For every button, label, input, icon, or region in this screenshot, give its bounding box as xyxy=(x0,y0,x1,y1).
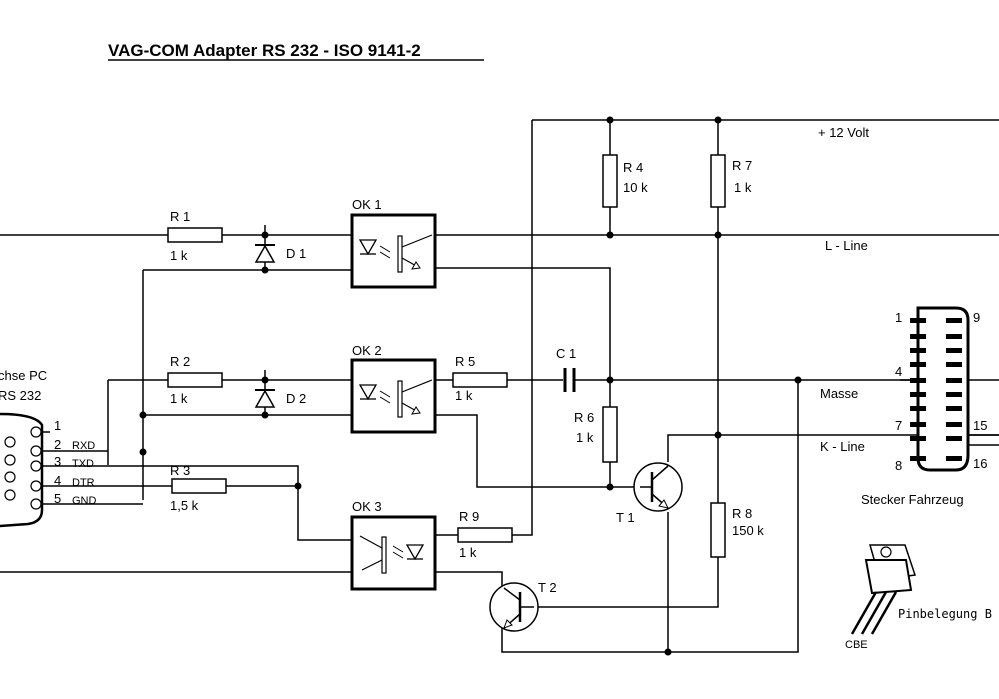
diagram-title: VAG-COM Adapter RS 232 - ISO 9141-2 xyxy=(108,41,421,60)
svg-text:1 k: 1 k xyxy=(734,180,752,195)
optocoupler-ok2: OK 2 xyxy=(350,343,437,434)
resistor-r9: R 9 1 k xyxy=(457,509,513,560)
svg-text:T 1: T 1 xyxy=(616,510,635,525)
masse-label: Masse xyxy=(820,386,858,401)
optocoupler-ok3: OK 3 xyxy=(350,499,437,591)
transistor-pinout: CBE Pinbelegung B xyxy=(845,544,992,651)
svg-text:RS 232: RS 232 xyxy=(0,388,41,403)
svg-text:1 k: 1 k xyxy=(170,391,188,406)
resistor-r4: R 4 10 k xyxy=(602,154,648,208)
svg-text:1 k: 1 k xyxy=(459,545,477,560)
l-line-label: L - Line xyxy=(825,238,868,253)
diode-d1: D 1 xyxy=(254,235,306,263)
k-line-wire xyxy=(667,434,999,462)
txd-wire xyxy=(50,465,352,541)
resistor-r1: R 1 1 k xyxy=(167,209,223,263)
k-line-label: K - Line xyxy=(820,439,865,454)
resistor-r7: R 7 1 k xyxy=(710,154,752,208)
svg-text:1: 1 xyxy=(895,310,902,325)
pc-pin-4-signal: DTR xyxy=(72,477,95,489)
svg-text:D 1: D 1 xyxy=(286,246,306,261)
gnd-bus-bottom xyxy=(501,380,799,653)
pc-pin-4-num: 4 xyxy=(54,473,61,488)
pc-pin-3-signal: TXD xyxy=(72,458,94,470)
supply-label: + 12 Volt xyxy=(818,125,869,140)
svg-text:D 2: D 2 xyxy=(286,391,306,406)
wires xyxy=(0,119,999,653)
svg-text:OK 3: OK 3 xyxy=(352,499,382,514)
svg-text:4: 4 xyxy=(895,364,902,379)
resistor-r5: R 5 1 k xyxy=(452,354,508,403)
svg-text:150 k: 150 k xyxy=(732,523,764,538)
transistor-t1: T 1 xyxy=(616,462,683,525)
car-connector-label: Stecker Fahrzeug xyxy=(861,492,964,507)
svg-text:1,5 k: 1,5 k xyxy=(170,498,199,513)
car-connector: 1 9 4 7 15 8 16 Stecker Fahrzeug xyxy=(861,306,987,507)
svg-text:R 1: R 1 xyxy=(170,209,190,224)
svg-text:OK 1: OK 1 xyxy=(352,197,382,212)
ok1-emitter-wire xyxy=(435,267,611,380)
svg-text:OK 2: OK 2 xyxy=(352,343,382,358)
svg-text:16: 16 xyxy=(973,456,987,471)
svg-text:7: 7 xyxy=(895,418,902,433)
resistor-r3: R 3 1,5 k xyxy=(170,463,227,513)
pc-pin-3-num: 3 xyxy=(54,454,61,469)
svg-text:C 1: C 1 xyxy=(556,346,576,361)
supply-to-r9 xyxy=(512,120,533,536)
r8-to-t2-wire xyxy=(522,557,719,608)
pc-pin-2-signal: RXD xyxy=(72,440,95,452)
svg-text:R 3: R 3 xyxy=(170,463,190,478)
svg-text:R 5: R 5 xyxy=(455,354,475,369)
pc-pin-5-signal: GND xyxy=(72,495,97,507)
capacitor-c1: C 1 xyxy=(556,346,576,392)
diode-d2: D 2 xyxy=(254,380,306,408)
svg-text:1 k: 1 k xyxy=(576,430,594,445)
pc-connector: chse PC RS 232 1 2 3 4 5 RXD TXD DTR GND xyxy=(0,368,97,528)
svg-text:R 2: R 2 xyxy=(170,354,190,369)
svg-text:1 k: 1 k xyxy=(455,388,473,403)
pinout-pins: CBE xyxy=(845,639,868,651)
ok2-emitter-wire xyxy=(435,414,610,488)
svg-text:chse PC: chse PC xyxy=(0,368,47,383)
resistor-r6: R 6 1 k xyxy=(574,406,618,463)
junction-dots xyxy=(139,116,802,656)
svg-text:15: 15 xyxy=(973,418,987,433)
svg-text:R 6: R 6 xyxy=(574,410,594,425)
pc-pin-1-num: 1 xyxy=(54,418,61,433)
svg-text:T 2: T 2 xyxy=(538,580,557,595)
optocoupler-ok1: OK 1 xyxy=(350,197,437,289)
pc-pin-5-num: 5 xyxy=(54,491,61,506)
pc-pin-2-num: 2 xyxy=(54,437,61,452)
transistor-t2: T 2 xyxy=(489,580,557,632)
svg-text:10 k: 10 k xyxy=(623,180,648,195)
resistor-r2: R 2 1 k xyxy=(167,354,223,406)
svg-text:R 7: R 7 xyxy=(732,158,752,173)
svg-text:R 4: R 4 xyxy=(623,160,643,175)
resistor-r8: R 8 150 k xyxy=(710,502,764,558)
svg-text:R 8: R 8 xyxy=(732,506,752,521)
svg-text:8: 8 xyxy=(895,458,902,473)
svg-text:R 9: R 9 xyxy=(459,509,479,524)
svg-text:9: 9 xyxy=(973,310,980,325)
svg-text:1 k: 1 k xyxy=(170,248,188,263)
pinout-caption: Pinbelegung B xyxy=(898,607,992,621)
